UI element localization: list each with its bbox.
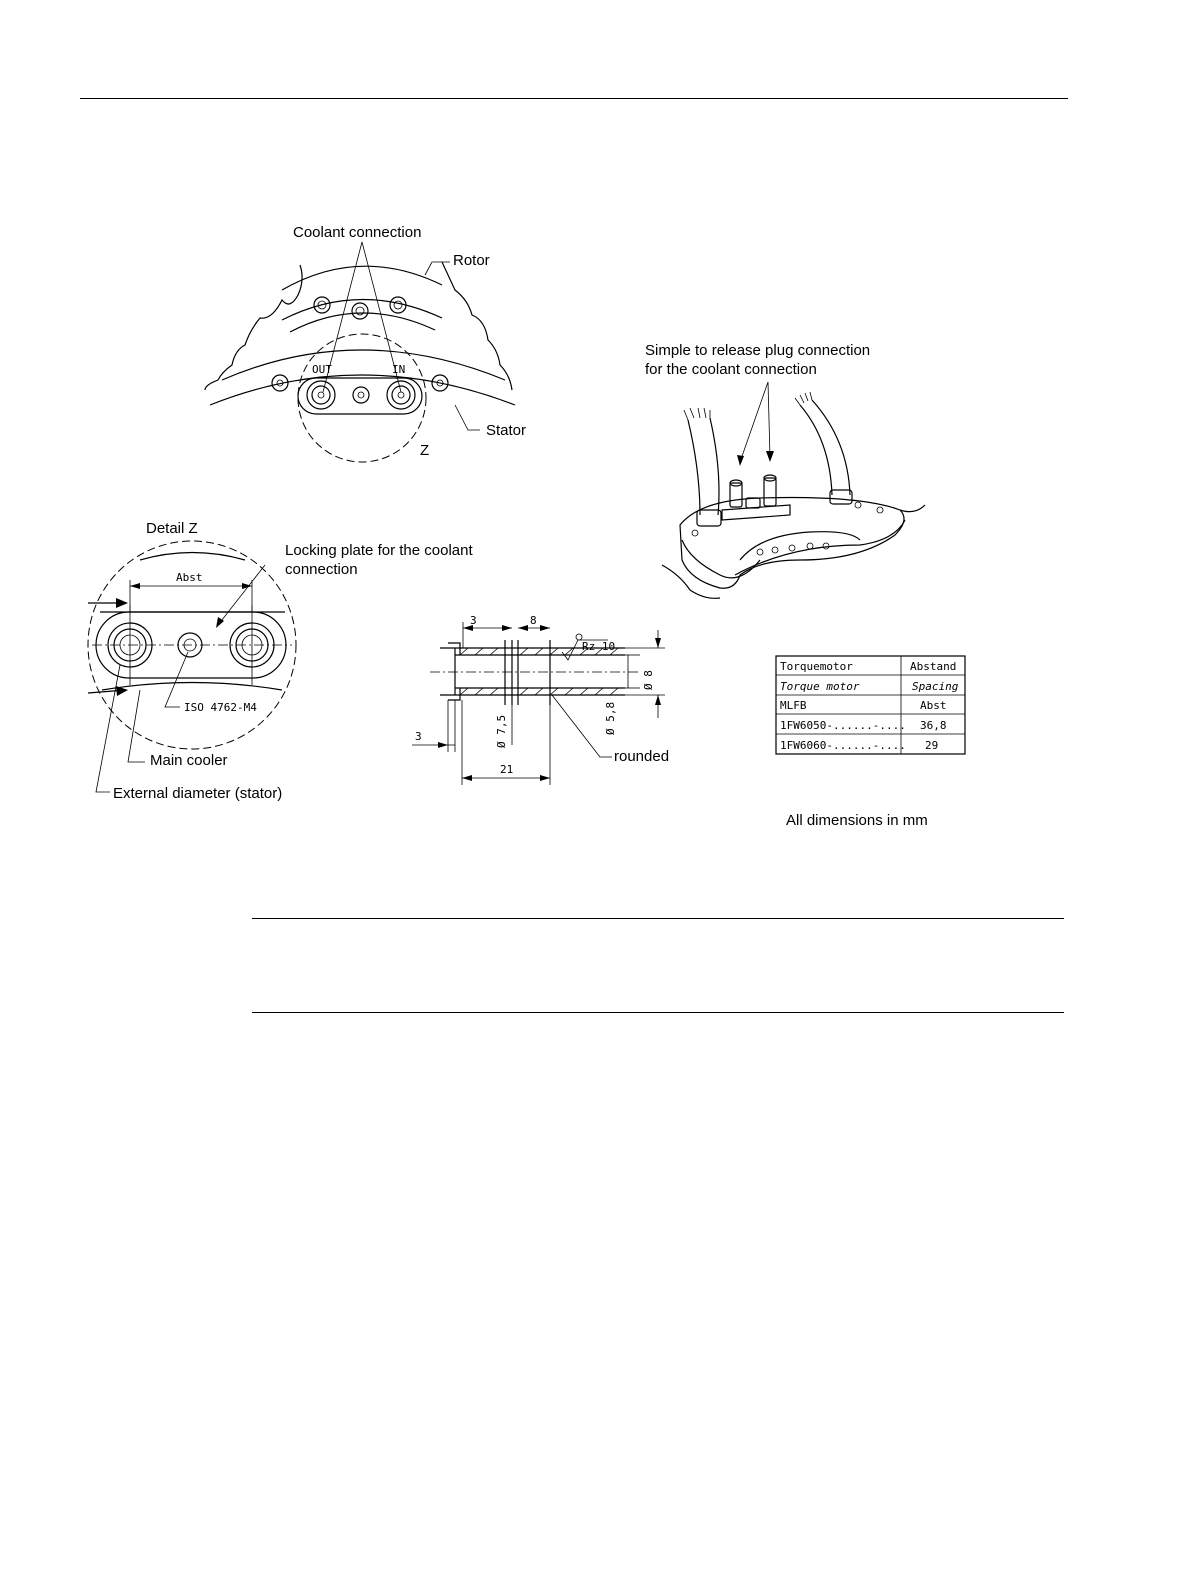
rounded-label: rounded	[614, 748, 669, 765]
plug-connection-label-line2: for the coolant connection	[645, 361, 817, 378]
dim-dia-8: Ø 8	[642, 670, 655, 690]
detail-z-view	[87, 540, 297, 793]
rotor-label: Rotor	[453, 252, 490, 269]
pipe-dimension-drawing	[412, 622, 665, 785]
table-cell: Abst	[920, 699, 947, 712]
iso-screw-label: ISO 4762-M4	[184, 701, 257, 714]
locking-plate-label-line2: connection	[285, 561, 358, 578]
rotor-stator-view	[204, 241, 516, 463]
stator-label: Stator	[486, 422, 526, 439]
locking-plate-label-line1: Locking plate for the coolant	[285, 542, 473, 559]
dim-21: 21	[500, 763, 513, 776]
in-mark: IN	[392, 363, 405, 376]
table-cell: 29	[925, 739, 938, 752]
z-mark: Z	[420, 442, 429, 459]
dim-dia-5-8: Ø 5,8	[604, 702, 617, 735]
external-diameter-label: External diameter (stator)	[113, 785, 282, 802]
note-rule-bottom	[252, 1012, 1064, 1013]
out-mark: OUT	[312, 363, 332, 376]
all-dimensions-note: All dimensions in mm	[786, 812, 928, 829]
table-cell: Spacing	[912, 680, 959, 693]
note-rule-top	[252, 918, 1064, 919]
spacing-table	[775, 655, 966, 755]
coolant-connection-label: Coolant connection	[293, 224, 421, 241]
table-cell: 1FW6060-......-....	[780, 739, 906, 752]
plug-connection-view	[661, 381, 926, 599]
abst-dimension: Abst	[176, 571, 203, 584]
table-cell: 36,8	[920, 719, 947, 732]
table-cell: Abstand	[910, 660, 956, 673]
dim-3-top: 3	[470, 614, 477, 627]
dim-dia-7-5: Ø 7,5	[495, 715, 508, 748]
dim-3-left: 3	[415, 730, 422, 743]
roughness-rz10: Rz 10	[582, 640, 615, 653]
dim-8-top: 8	[530, 614, 537, 627]
header-rule	[80, 98, 1068, 99]
main-cooler-label: Main cooler	[150, 752, 228, 769]
table-cell: MLFB	[780, 699, 807, 712]
table-cell: Torque motor	[780, 680, 860, 693]
detail-z-label: Detail Z	[146, 520, 198, 537]
plug-connection-label-line1: Simple to release plug connection	[645, 342, 870, 359]
table-cell: Torquemotor	[780, 660, 853, 673]
table-cell: 1FW6050-......-....	[780, 719, 906, 732]
